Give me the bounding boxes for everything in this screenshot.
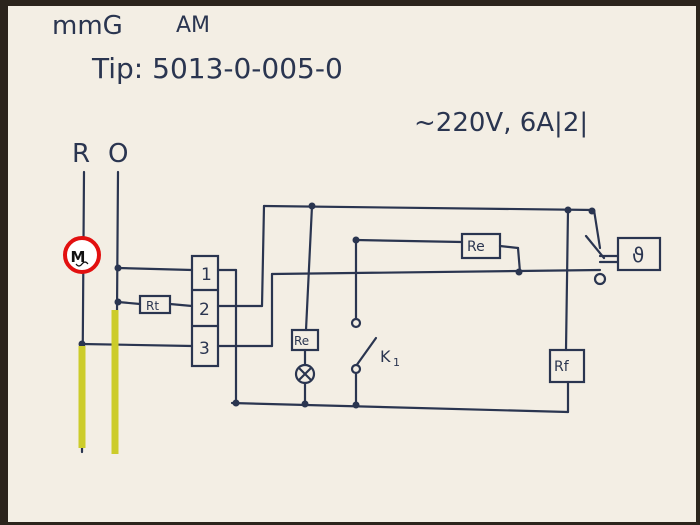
re-branch-left [354,238,464,244]
junction-dot [78,340,86,348]
terminal-2-up [260,204,266,308]
motor-label: M [71,248,86,266]
junctions [78,202,596,409]
rt-label: Rt [146,299,159,313]
thermostat-switch [584,234,606,260]
junction-dot [301,400,309,408]
re-top-label: Re [467,239,485,255]
feed-terminal-3 [80,342,194,348]
re-branch-right [498,244,520,250]
phase-label: R [72,139,90,169]
junction-dot [114,264,122,272]
lamp-branch-top [304,204,314,332]
terminal-block [190,254,220,368]
resistor-rt [138,294,172,315]
motor-badge: M [63,236,101,274]
model-text: AM [176,13,210,38]
thermostat-label: ϑ [632,243,644,267]
junction-dot [352,401,360,409]
rating-text: ~220V, 6A|2| [414,108,588,138]
feed-terminal-1 [116,266,194,272]
terminal-3-bus [270,268,602,276]
terminal-2-label: 2 [199,300,210,320]
switch-sub-label: 1 [393,356,400,369]
junction-dot [564,206,572,214]
terminal-3-label: 3 [199,339,210,359]
top-bus [262,204,596,212]
switch-contact-top [350,317,362,329]
highlights [78,310,119,454]
feed-terminal-2-left [116,300,142,306]
rf-label: Rf [554,359,570,375]
junction-dot [588,207,596,215]
junction-dot [114,298,122,306]
motor-ring [63,236,101,274]
rf-branch-top [564,208,570,352]
junction-dot [515,268,523,276]
switch-label: K [380,347,391,366]
feed-terminal-2-right [168,302,194,308]
junction-dot [352,236,360,244]
paper-card [8,6,696,522]
type-text: Tip: 5013-0-005-0 [91,52,343,85]
junction-dot [308,202,316,210]
motor-wave-icon [75,261,89,267]
junction-dot [232,399,240,407]
bottom-bus [230,401,570,414]
thermostat-contact [593,272,607,286]
switch-blade [354,336,378,368]
switch-contact-bottom [350,363,362,375]
thermostat-lead [592,208,602,250]
lamp-cross [297,366,313,382]
terminal-1-label: 1 [201,265,212,285]
re-branch-down [516,246,522,274]
re-lamp-label: Re [294,334,309,348]
brand-text: mmG [52,11,123,41]
thermostat-box [616,236,662,272]
neutral-label: O [108,139,128,169]
